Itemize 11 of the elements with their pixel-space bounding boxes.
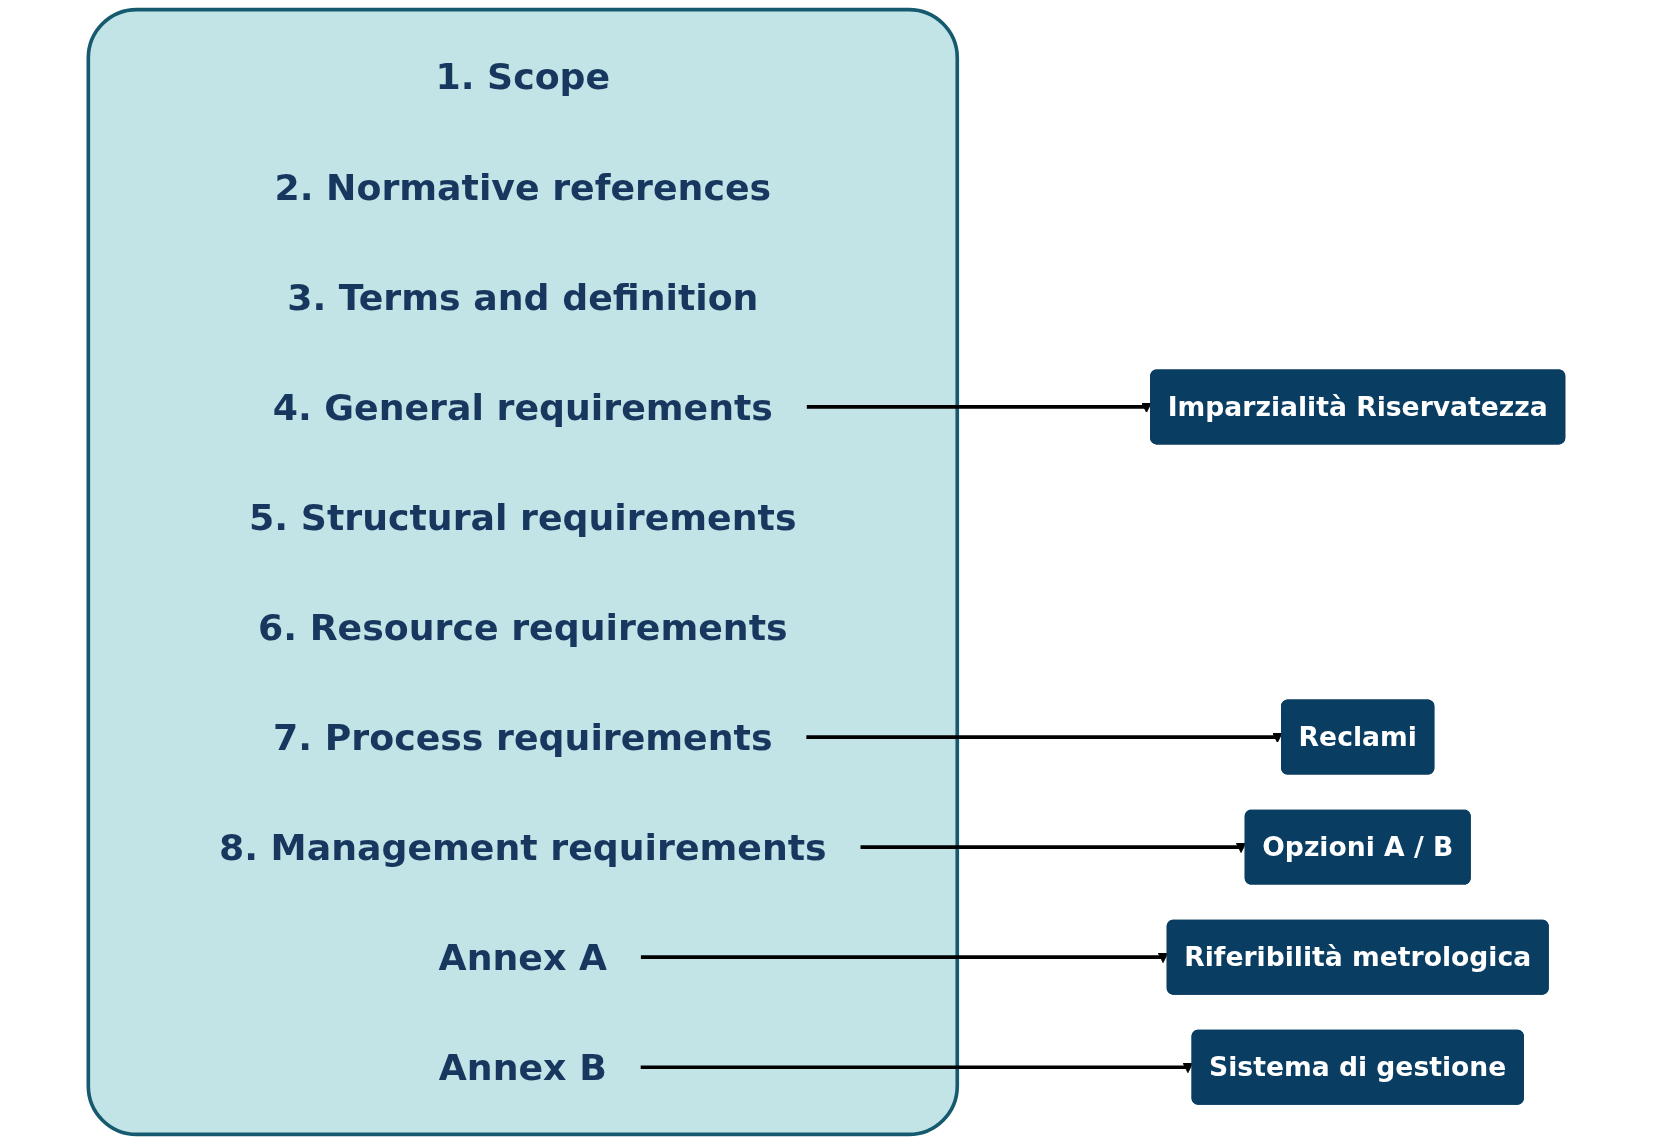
node-text: 3. Terms and definition	[287, 275, 759, 319]
node-text: 1. Scope	[435, 55, 611, 98]
node-text: 6. Resource requirements	[258, 605, 788, 649]
node-text: 2. Normative references	[274, 165, 772, 208]
node-text: Annex A	[438, 936, 608, 979]
cluster	[86, 7, 960, 1137]
node-text: 4. General requirements	[272, 385, 773, 429]
node-text: Annex B	[438, 1046, 607, 1089]
node-text: 5. Structural requirements	[249, 495, 797, 539]
node-text: 8. Management requirements	[218, 825, 827, 869]
node-text: 7. Process requirements	[273, 715, 773, 759]
